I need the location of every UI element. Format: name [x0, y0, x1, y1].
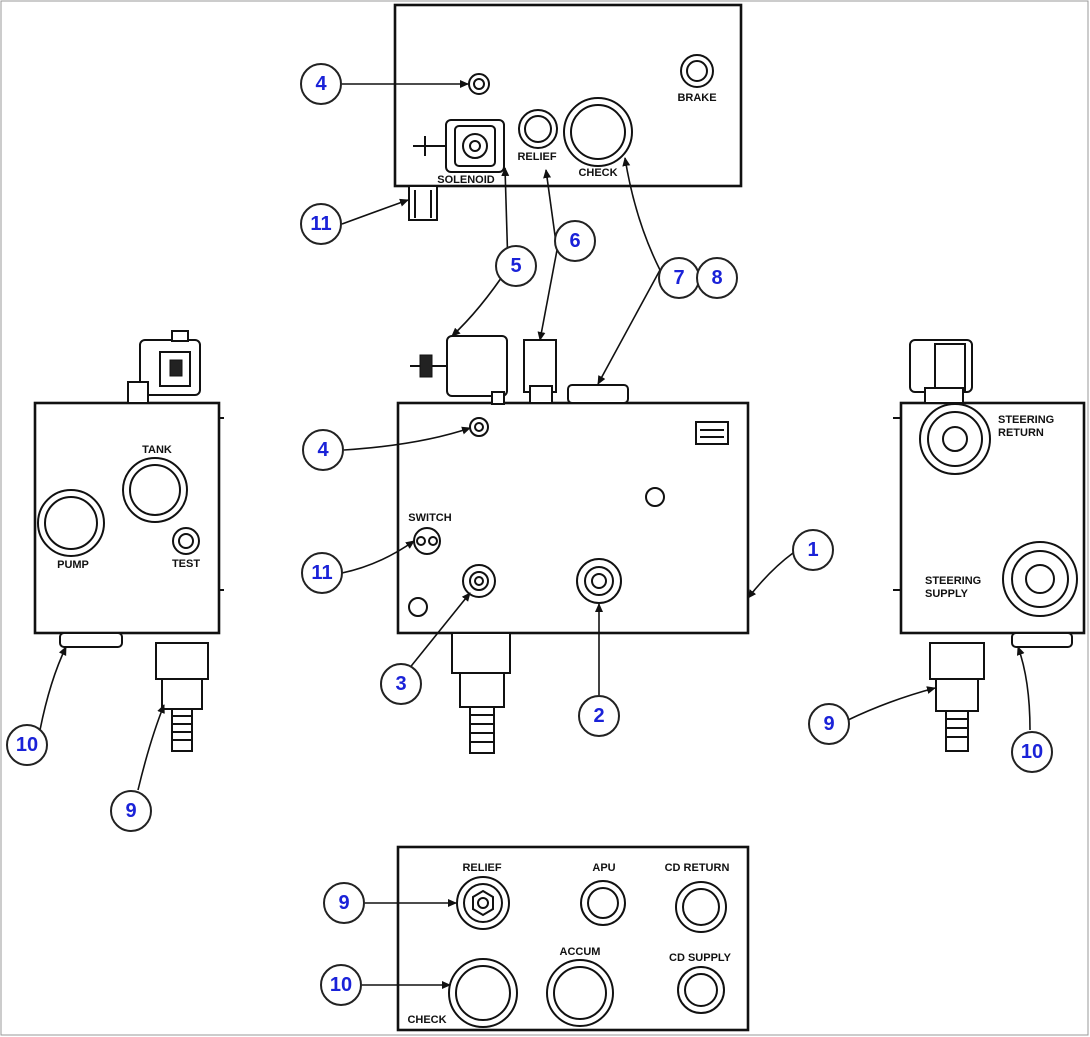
- svg-text:4: 4: [315, 73, 327, 95]
- apu-port: [580, 880, 626, 926]
- svg-text:7: 7: [673, 267, 684, 289]
- callout-9-left: 9: [110, 790, 152, 832]
- callout-4-center: 4: [302, 429, 344, 471]
- callout-9-bottom: 9: [323, 882, 365, 924]
- solenoid-right: [909, 339, 973, 404]
- svg-text:11: 11: [310, 213, 331, 235]
- center-hole-lower: [408, 597, 428, 617]
- steering-return-label-2: RETURN: [998, 427, 1044, 439]
- callout-1: 1: [792, 529, 834, 571]
- steering-supply-label-1: STEERING: [925, 575, 981, 587]
- apu-label: APU: [592, 862, 615, 874]
- top-plug: [468, 73, 490, 95]
- solenoid-label: SOLENOID: [437, 174, 495, 186]
- pump-port: [37, 489, 105, 557]
- relief-cartridge-right: [929, 642, 985, 752]
- port-2: [576, 558, 622, 604]
- accum-port: [546, 959, 614, 1027]
- steering-return-port: [919, 403, 991, 475]
- solenoid-center: [410, 335, 508, 405]
- check-fitting-right: [1011, 632, 1073, 648]
- relief-label-bottom: RELIEF: [462, 862, 501, 874]
- check-port-top: [563, 97, 633, 167]
- center-hole-upper: [645, 487, 665, 507]
- svg-text:4: 4: [317, 439, 329, 461]
- callout-6: 6: [554, 220, 596, 262]
- top-view: BRAKE RELIEF CHECK SOLENOID: [393, 3, 743, 221]
- callout-2: 2: [578, 695, 620, 737]
- left-view: TANK PUMP TEST: [33, 330, 224, 752]
- svg-text:3: 3: [395, 673, 406, 695]
- solenoid-top: [408, 119, 505, 221]
- check-label-bottom: CHECK: [407, 1014, 446, 1026]
- port-3: [462, 564, 496, 598]
- test-port: [172, 527, 200, 555]
- steering-supply-port: [1002, 541, 1078, 617]
- brake-label: BRAKE: [677, 92, 716, 104]
- callout-9-right: 9: [808, 703, 850, 745]
- relief-label-top: RELIEF: [517, 151, 556, 163]
- tank-label: TANK: [142, 444, 172, 456]
- svg-text:5: 5: [510, 255, 521, 277]
- svg-text:9: 9: [823, 713, 834, 735]
- svg-text:6: 6: [569, 230, 580, 252]
- callout-4-top: 4: [300, 63, 342, 105]
- relief-port-bottom: [456, 876, 510, 930]
- test-label: TEST: [172, 558, 200, 570]
- callout-11-top: 11: [300, 203, 342, 245]
- svg-text:9: 9: [338, 892, 349, 914]
- callout-11-center: 11: [301, 552, 343, 594]
- solenoid-left: [127, 330, 201, 404]
- svg-text:8: 8: [711, 267, 722, 289]
- relief-cartridge-center-bottom: [451, 632, 511, 754]
- relief-cartridge-left: [155, 642, 209, 752]
- callout-10-left: 10: [6, 724, 48, 766]
- callout-8: 8: [696, 257, 738, 299]
- nameplate: [695, 421, 729, 445]
- callout-10-bottom: 10: [320, 964, 362, 1006]
- callout-3: 3: [380, 663, 422, 705]
- center-plug: [469, 417, 489, 437]
- svg-text:10: 10: [330, 974, 352, 996]
- relief-cartridge-center: [523, 339, 557, 404]
- brake-port: [680, 54, 714, 88]
- cd-supply-port: [677, 966, 725, 1014]
- check-port-bottom: [448, 958, 518, 1028]
- pump-label: PUMP: [57, 559, 89, 571]
- pressure-switch: [413, 527, 441, 555]
- callout-10-right: 10: [1011, 731, 1053, 773]
- svg-text:2: 2: [593, 705, 604, 727]
- accum-label: ACCUM: [560, 946, 601, 958]
- svg-text:11: 11: [311, 562, 332, 584]
- svg-text:10: 10: [1021, 741, 1043, 763]
- cd-return-port: [675, 881, 727, 933]
- cd-return-label: CD RETURN: [665, 862, 730, 874]
- svg-text:10: 10: [16, 734, 38, 756]
- center-view-block: [396, 401, 750, 635]
- svg-text:1: 1: [807, 539, 818, 561]
- svg-text:9: 9: [125, 800, 136, 822]
- callout-5: 5: [495, 245, 537, 287]
- check-label-top: CHECK: [578, 167, 617, 179]
- cd-supply-label: CD SUPPLY: [669, 952, 732, 964]
- switch-label: SWITCH: [408, 512, 451, 524]
- steering-return-label-1: STEERING: [998, 414, 1054, 426]
- tank-port: [122, 457, 188, 523]
- center-view: SWITCH: [396, 335, 750, 754]
- bottom-view: RELIEF APU CD RETURN CHECK ACCUM CD SUPP…: [396, 845, 750, 1032]
- callout-7: 7: [658, 257, 700, 299]
- check-fitting-left: [59, 632, 123, 648]
- right-view: STEERING RETURN STEERING SUPPLY: [893, 339, 1086, 752]
- check-fitting-center: [567, 384, 629, 404]
- relief-port-top: [518, 109, 558, 149]
- steering-supply-label-2: SUPPLY: [925, 588, 969, 600]
